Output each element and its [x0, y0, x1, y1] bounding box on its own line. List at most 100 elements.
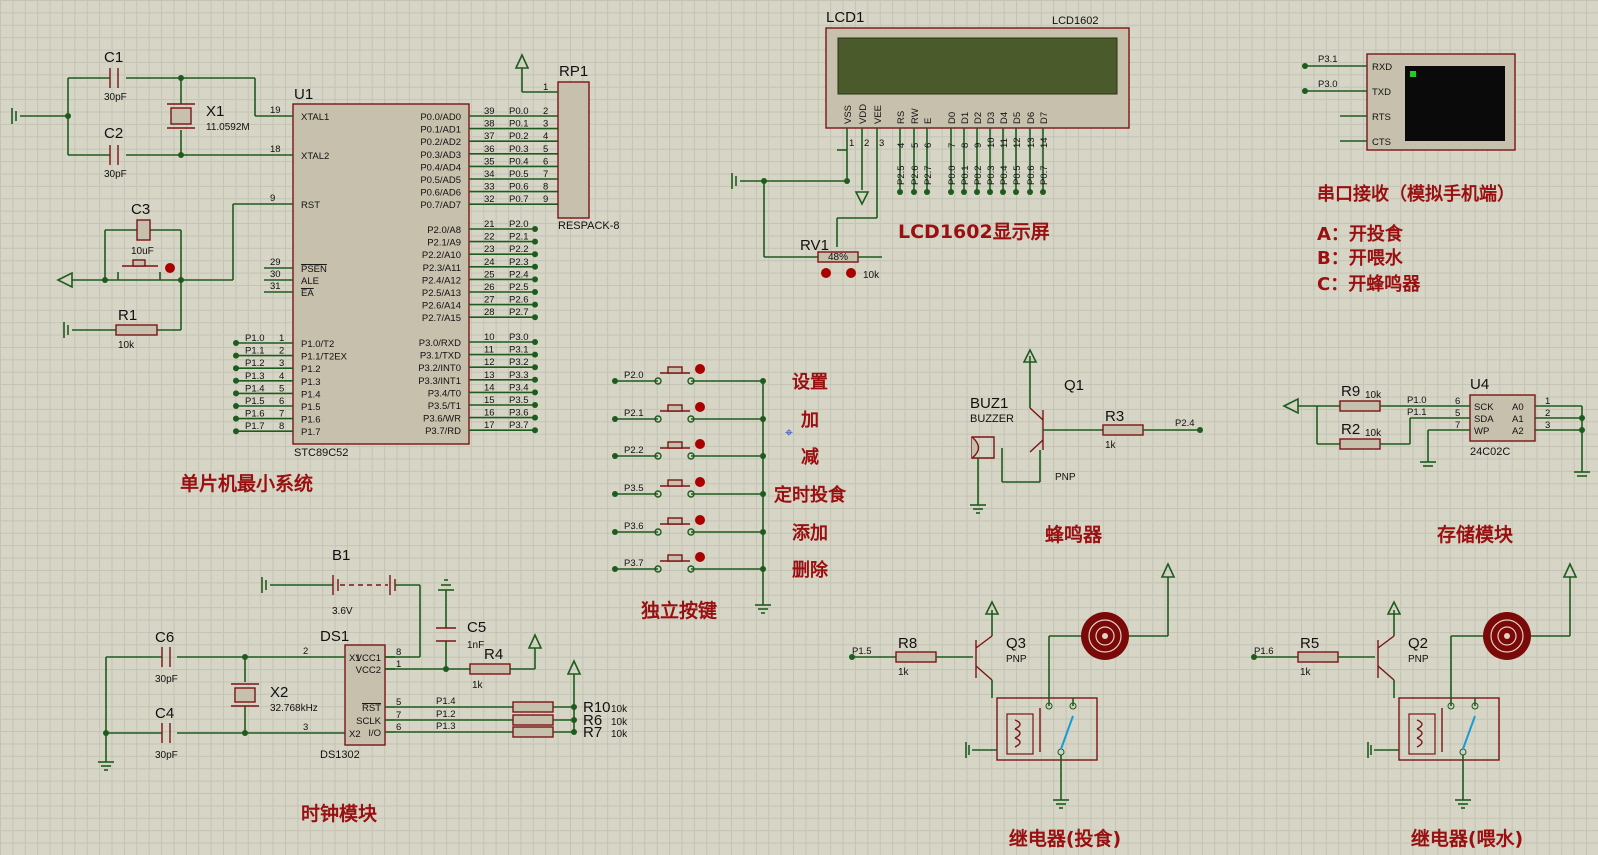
- u1-pin-number: 15: [484, 395, 495, 406]
- relay-transistor-ref: Q3: [1006, 635, 1026, 652]
- lcd-pin-number: 9: [973, 143, 984, 148]
- u1-pin-number: 17: [484, 420, 495, 431]
- u4-pin-name: SDA: [1474, 414, 1494, 425]
- junction-dot: [532, 263, 538, 270]
- x1-crystal[interactable]: [170, 107, 192, 125]
- u1-pin-number: 18: [270, 144, 281, 155]
- u1-pin-name: P2.5/A13: [422, 288, 461, 299]
- key-net-label: P2.2: [624, 445, 644, 456]
- p1-net-label: P1.1: [245, 346, 265, 357]
- u1-pin-name: P2.0/A8: [427, 225, 461, 236]
- lcd-module: LCD1 LCD1602 VSS1VDD2VEE3RSP2.54RWP2.65E…: [731, 9, 1130, 281]
- pullup-resistor[interactable]: [512, 701, 554, 713]
- u1-pin-name: P0.0/AD0: [420, 112, 461, 123]
- u4-body[interactable]: [1469, 394, 1536, 442]
- rp1-resistor-pack[interactable]: [557, 81, 590, 219]
- u1-pin-name: P0.6/AD6: [420, 188, 461, 199]
- pullup-resistor[interactable]: [512, 726, 554, 738]
- r1-resistor[interactable]: [115, 324, 158, 336]
- net-label: P0.6: [509, 182, 529, 193]
- lcd1-ref: LCD1: [826, 9, 864, 26]
- relay-resistor-ref: R5: [1300, 635, 1319, 652]
- u1-pin-name: P3.7/RD: [425, 426, 461, 437]
- c5-ref: C5: [467, 619, 486, 636]
- u1-pin-name: ALE: [301, 276, 319, 287]
- key-label: 添加: [792, 522, 828, 544]
- terminal-net-label: P3.1: [1318, 54, 1338, 65]
- c3-value: 10uF: [131, 246, 154, 257]
- ds1-pin-name: SCLK: [356, 716, 381, 727]
- junction-dot: [532, 339, 538, 345]
- ds1-ref: DS1: [320, 628, 349, 645]
- u1-pin-number: 26: [484, 282, 495, 293]
- junction-dot: [1040, 189, 1046, 195]
- ds1-pin-name: RST: [362, 703, 381, 714]
- net-label: P0.4: [509, 156, 529, 167]
- wire: [975, 665, 993, 681]
- buzzer-net: P2.4: [1175, 418, 1195, 429]
- ds1-pin-name: VCC1: [356, 653, 381, 664]
- ds1-pin-name: VCC2: [356, 665, 381, 676]
- lcd-pin-number: 10: [986, 137, 997, 148]
- u1-pin-number: 16: [484, 408, 495, 419]
- junction-dot: [532, 376, 538, 383]
- relay-base-resistor[interactable]: [1297, 651, 1339, 663]
- u1-pin-name: P0.3/AD3: [420, 150, 461, 161]
- ds1-body[interactable]: [344, 644, 386, 746]
- junction-dot: [532, 389, 538, 396]
- junction-dot: [233, 390, 239, 397]
- key-net-label: P2.0: [624, 370, 644, 381]
- u1-body[interactable]: [292, 103, 470, 445]
- u1-pin-number: 3: [279, 358, 284, 369]
- junction-dot: [612, 529, 618, 535]
- net-label: P2.5: [509, 282, 529, 293]
- q1-part: PNP: [1055, 472, 1076, 483]
- net-label: P2.3: [509, 257, 529, 268]
- terminal-pin-name: CTS: [1372, 137, 1391, 148]
- lcd-net-label: P0.3: [986, 165, 997, 185]
- x2-crystal[interactable]: [234, 687, 256, 703]
- p1-net-label: P1.0: [245, 333, 265, 344]
- ds1-pin-number: 3: [303, 722, 308, 733]
- u1-pin-name: P0.1/AD1: [420, 125, 461, 136]
- lcd-pin-name: VSS: [843, 105, 854, 124]
- key-label: 删除: [792, 559, 829, 581]
- relay-body[interactable]: [1398, 697, 1500, 761]
- c6-value: 30pF: [155, 674, 178, 685]
- relay-base-resistor[interactable]: [895, 651, 937, 663]
- rtc-net-label: P1.2: [436, 709, 456, 720]
- junction-dot: [233, 415, 239, 422]
- lcd-pin-name: D1: [960, 112, 971, 124]
- c3-capacitor[interactable]: [136, 219, 151, 241]
- r3-resistor[interactable]: [1102, 424, 1144, 436]
- rp1-pin-number: 9: [543, 194, 548, 205]
- u1-pin-name: P3.3/INT1: [418, 376, 461, 387]
- lcd-pin-name: D3: [986, 112, 997, 124]
- r4-resistor[interactable]: [469, 663, 511, 675]
- r9-resistor[interactable]: [1339, 400, 1381, 412]
- u1-pin-name: P3.5/T1: [428, 401, 461, 412]
- u1-pin-number: 28: [484, 307, 495, 318]
- ds1-pin-name: I/O: [368, 728, 381, 739]
- terminal-net-label: P3.0: [1318, 79, 1338, 90]
- r1-ref: R1: [118, 307, 137, 324]
- net-label: P0.0: [509, 106, 529, 117]
- u1-pin-name: P2.4/A12: [422, 275, 461, 286]
- pullup-resistor[interactable]: [512, 714, 554, 726]
- lcd-pin-name: D2: [973, 112, 984, 124]
- rp1-pin-number: 5: [543, 144, 548, 155]
- u1-pin-number: 11: [484, 345, 494, 356]
- relay-body[interactable]: [996, 697, 1098, 761]
- r2-resistor[interactable]: [1339, 438, 1381, 450]
- junction-dot: [233, 352, 239, 359]
- u1-pin-number: 29: [270, 257, 281, 268]
